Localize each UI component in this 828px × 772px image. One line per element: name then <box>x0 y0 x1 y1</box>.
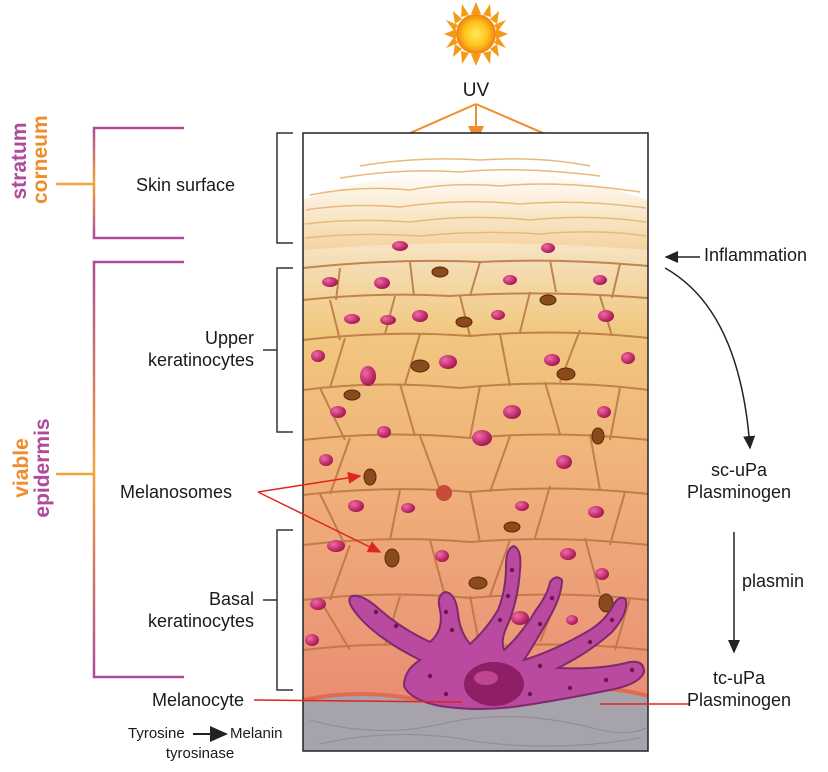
stratum-corneum-label: stratum corneum <box>9 118 51 204</box>
tyrosine-label: Tyrosine <box>128 723 185 745</box>
viable-epidermis-label: viable epidermis <box>11 414 53 522</box>
sun-icon <box>444 2 508 66</box>
tc-upa-block: tc-uPa Plasminogen <box>680 667 798 711</box>
basal-label: Basal <box>118 588 254 610</box>
stratum-label: stratum <box>9 118 30 204</box>
upper-label: Upper <box>118 327 254 349</box>
region-brackets <box>263 133 293 690</box>
melanosomes-label: Melanosomes <box>120 481 232 503</box>
plasmin-label: plasmin <box>742 570 804 592</box>
basal-keratinocytes-word: keratinocytes <box>118 610 254 632</box>
basal-keratinocytes-label: Basal keratinocytes <box>118 588 254 632</box>
viable-label: viable <box>11 414 32 522</box>
tyrosinase-label: tyrosinase <box>150 743 250 765</box>
melanin-label: Melanin <box>230 723 283 745</box>
epidermis-label: epidermis <box>32 414 53 522</box>
sc-upa-label: sc-uPa <box>680 459 798 481</box>
upper-keratinocytes-word: keratinocytes <box>118 349 254 371</box>
sc-upa-block: sc-uPa Plasminogen <box>680 459 798 503</box>
corneum-label: corneum <box>30 118 51 204</box>
skin-tissue <box>303 133 648 751</box>
tc-upa-label: tc-uPa <box>680 667 798 689</box>
melanocyte-label: Melanocyte <box>152 689 244 711</box>
skin-surface-label: Skin surface <box>136 174 235 196</box>
uv-label: UV <box>446 80 506 102</box>
plasminogen-label-2: Plasminogen <box>680 689 798 711</box>
inflammation-label: Inflammation <box>704 244 807 266</box>
plasminogen-label-1: Plasminogen <box>680 481 798 503</box>
pathway-arrows <box>665 257 750 652</box>
upper-keratinocytes-label: Upper keratinocytes <box>118 327 254 371</box>
